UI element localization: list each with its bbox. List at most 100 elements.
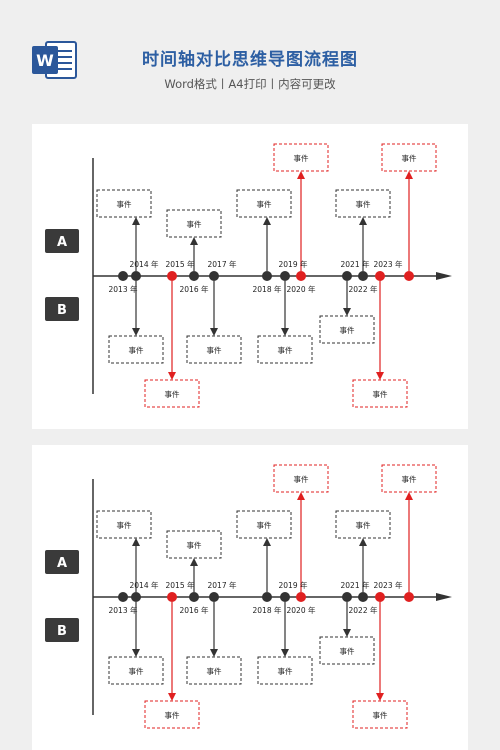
year-label: 2016 年 <box>180 605 209 615</box>
event-box: 事件 <box>186 656 242 685</box>
event-box: 事件 <box>166 209 222 238</box>
svg-text:B: B <box>57 303 67 318</box>
svg-text:事件: 事件 <box>129 345 144 355</box>
svg-text:事件: 事件 <box>340 646 355 656</box>
year-dot <box>296 271 306 281</box>
year-label: 2015 年 <box>166 580 195 590</box>
axis-arrow-icon <box>436 593 452 601</box>
svg-text:事件: 事件 <box>278 666 293 676</box>
svg-text:事件: 事件 <box>278 345 293 355</box>
year-label: 2018 年 <box>253 284 282 294</box>
year-dot <box>167 592 177 602</box>
svg-text:事件: 事件 <box>165 710 180 720</box>
year-label: 2022 年 <box>349 284 378 294</box>
group-label-B: B <box>45 297 79 321</box>
svg-text:事件: 事件 <box>257 199 272 209</box>
year-dot <box>189 592 199 602</box>
year-dot <box>209 271 219 281</box>
year-label: 2022 年 <box>349 605 378 615</box>
svg-text:事件: 事件 <box>373 389 388 399</box>
page-title: 时间轴对比思维导图流程图 <box>142 50 358 70</box>
year-dot <box>118 271 128 281</box>
year-dot <box>262 271 272 281</box>
svg-text:事件: 事件 <box>207 345 222 355</box>
event-box: 事件 <box>381 464 437 493</box>
year-dot <box>296 592 306 602</box>
svg-text:事件: 事件 <box>373 710 388 720</box>
group-label-A: A <box>45 550 79 574</box>
svg-text:事件: 事件 <box>294 474 309 484</box>
event-box: 事件 <box>352 700 408 729</box>
svg-text:事件: 事件 <box>356 199 371 209</box>
event-box: 事件 <box>319 315 375 344</box>
event-box: 事件 <box>257 335 313 364</box>
year-label: 2021 年 <box>341 580 370 590</box>
year-dot <box>189 271 199 281</box>
event-box: 事件 <box>144 379 200 408</box>
svg-text:事件: 事件 <box>356 520 371 530</box>
svg-text:事件: 事件 <box>207 666 222 676</box>
event-box: 事件 <box>273 143 329 172</box>
svg-text:事件: 事件 <box>294 153 309 163</box>
event-box: 事件 <box>352 379 408 408</box>
year-dot <box>209 592 219 602</box>
svg-text:事件: 事件 <box>117 199 132 209</box>
year-dot <box>404 592 414 602</box>
year-label: 2018 年 <box>253 605 282 615</box>
event-box: 事件 <box>257 656 313 685</box>
year-label: 2023 年 <box>374 259 403 269</box>
year-label: 2013 年 <box>109 605 138 615</box>
svg-text:事件: 事件 <box>340 325 355 335</box>
event-box: 事件 <box>236 189 292 218</box>
event-box: 事件 <box>319 636 375 665</box>
svg-text:事件: 事件 <box>117 520 132 530</box>
year-label: 2017 年 <box>208 259 237 269</box>
year-label: 2014 年 <box>130 259 159 269</box>
year-dot <box>262 592 272 602</box>
year-label: 2020 年 <box>287 284 316 294</box>
year-label: 2023 年 <box>374 580 403 590</box>
svg-text:A: A <box>57 556 67 571</box>
svg-text:B: B <box>57 624 67 639</box>
header: W 时间轴对比思维导图流程图 Word格式丨A4打印丨内容可更改 <box>0 0 500 110</box>
event-box: 事件 <box>335 189 391 218</box>
svg-text:事件: 事件 <box>165 389 180 399</box>
year-label: 2015 年 <box>166 259 195 269</box>
svg-text:A: A <box>57 235 67 250</box>
svg-text:事件: 事件 <box>129 666 144 676</box>
year-dot <box>358 271 368 281</box>
event-box: 事件 <box>144 700 200 729</box>
svg-text:事件: 事件 <box>257 520 272 530</box>
year-dot <box>131 271 141 281</box>
year-label: 2013 年 <box>109 284 138 294</box>
year-dot <box>280 271 290 281</box>
event-box: 事件 <box>335 510 391 539</box>
year-dot <box>280 592 290 602</box>
svg-text:事件: 事件 <box>402 153 417 163</box>
group-label-B: B <box>45 618 79 642</box>
event-box: 事件 <box>186 335 242 364</box>
svg-text:事件: 事件 <box>187 219 202 229</box>
svg-text:事件: 事件 <box>402 474 417 484</box>
year-dot <box>358 592 368 602</box>
svg-text:W: W <box>36 51 54 70</box>
axis-arrow-icon <box>436 272 452 280</box>
word-icon: W <box>32 41 77 79</box>
year-dot <box>375 271 385 281</box>
year-dot <box>404 271 414 281</box>
year-dot <box>375 592 385 602</box>
year-label: 2016 年 <box>180 284 209 294</box>
year-dot <box>118 592 128 602</box>
year-label: 2014 年 <box>130 580 159 590</box>
event-box: 事件 <box>96 510 152 539</box>
year-dot <box>342 271 352 281</box>
event-box: 事件 <box>96 189 152 218</box>
year-label: 2021 年 <box>341 259 370 269</box>
year-dot <box>167 271 177 281</box>
year-label: 2019 年 <box>279 580 308 590</box>
event-box: 事件 <box>236 510 292 539</box>
event-box: 事件 <box>108 335 164 364</box>
year-dot <box>342 592 352 602</box>
